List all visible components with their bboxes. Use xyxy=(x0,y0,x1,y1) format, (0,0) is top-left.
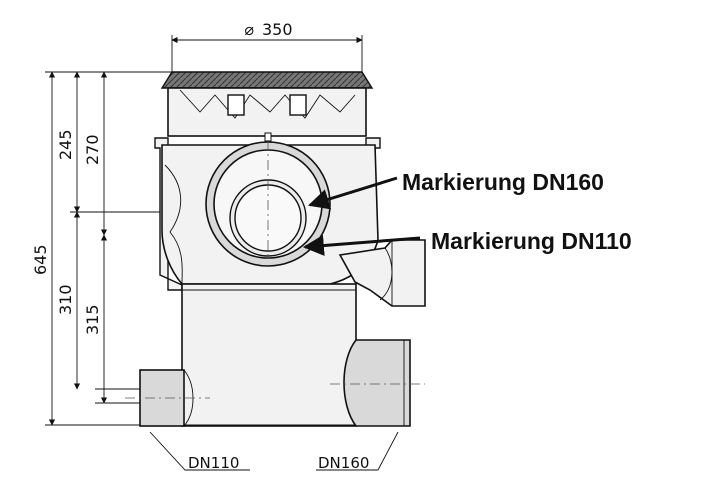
dimension-lines xyxy=(45,35,363,426)
dn160-callout-label: Markierung DN160 xyxy=(402,169,604,195)
diameter-symbol: ⌀ xyxy=(244,20,254,39)
left-port-label: DN110 xyxy=(188,454,239,472)
lower-height-a-label: 310 xyxy=(56,284,75,315)
upper-side-pipe xyxy=(338,239,426,307)
port-leaders xyxy=(149,431,399,471)
upper-height-a-label: 245 xyxy=(56,129,75,160)
inlet-rings xyxy=(205,140,331,267)
upper-height-b-label: 270 xyxy=(83,134,102,165)
left-port-leader xyxy=(149,431,250,471)
collar-window-left xyxy=(227,94,245,116)
upper-collar xyxy=(167,87,367,137)
lower-cylinder xyxy=(181,283,357,427)
collar-window-right xyxy=(289,94,307,116)
dn110-arrow xyxy=(302,235,421,256)
total-height-label: 645 xyxy=(31,244,50,275)
diameter-value-label: 350 xyxy=(262,20,293,39)
lower-pipes xyxy=(125,339,425,427)
lower-height-b-label: 315 xyxy=(83,304,102,335)
right-port-label: DN160 xyxy=(318,454,369,472)
dn160-arrow xyxy=(307,176,398,210)
callout-arrows xyxy=(302,176,421,256)
right-port-leader xyxy=(316,431,399,471)
right-pipe xyxy=(343,339,411,427)
dimension-labels: ⌀ 350 645 245 310 270 315 xyxy=(31,20,293,335)
dn110-callout-label: Markierung DN110 xyxy=(431,228,632,254)
lid xyxy=(160,71,374,89)
